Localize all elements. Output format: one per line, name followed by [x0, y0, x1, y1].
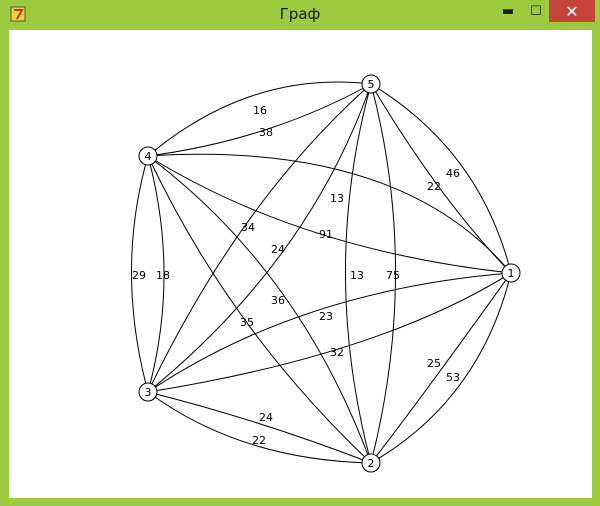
edge-label: 38	[259, 126, 273, 139]
app-icon	[10, 6, 26, 22]
close-button[interactable]: ✕	[549, 0, 595, 22]
edge-5-1-a	[370, 83, 512, 274]
node-5[interactable]: 5	[361, 74, 381, 94]
edge-label: 32	[330, 346, 344, 359]
edge-1-2-a	[370, 272, 512, 464]
edge-5-1-b	[370, 83, 512, 274]
edge-3-2-b	[147, 391, 372, 464]
edge-3-1-a	[147, 272, 512, 393]
window-title: Граф	[279, 5, 321, 23]
edge-3-5-b	[147, 83, 372, 393]
edge-label: 13	[350, 269, 364, 282]
node-label: 5	[368, 78, 375, 91]
edge-label: 34	[241, 221, 255, 234]
edge-5-2-a	[345, 83, 372, 464]
graph-canvas: 16 38 46 22 13 34 91 24 29 18 13 75 36 2…	[9, 30, 592, 498]
maximize-button[interactable]: ☐	[530, 3, 542, 19]
edge-4-5-b	[147, 83, 372, 157]
nodes: 1 2 3 4 5	[138, 74, 521, 473]
edge-label: 91	[319, 228, 333, 241]
edge-4-5-a	[147, 81, 372, 157]
edge-3-1-b	[147, 272, 512, 393]
edge-4-1-b	[147, 155, 512, 274]
edge-3-5-a	[147, 83, 372, 393]
edge-5-2-b	[370, 83, 396, 464]
node-label: 2	[368, 457, 375, 470]
edge-label: 24	[271, 243, 285, 256]
graph-svg: 16 38 46 22 13 34 91 24 29 18 13 75 36 2…	[131, 74, 521, 473]
edge-label: 22	[427, 180, 441, 193]
edge-label: 29	[132, 269, 146, 282]
edge-label: 13	[330, 192, 344, 205]
edge-label: 24	[259, 411, 273, 424]
edge-label: 25	[427, 357, 441, 370]
edge-label: 75	[386, 269, 400, 282]
node-label: 1	[508, 267, 515, 280]
edge-1-2-b	[370, 272, 512, 464]
node-label: 4	[145, 150, 152, 163]
node-2[interactable]: 2	[361, 453, 381, 473]
edge-label: 18	[156, 269, 170, 282]
edge-4-2-b	[147, 155, 372, 464]
node-3[interactable]: 3	[138, 382, 158, 402]
edge-label: 22	[252, 434, 266, 447]
edge-4-3-b	[147, 155, 165, 393]
edge-label: 46	[446, 167, 460, 180]
edge-label: 35	[240, 316, 254, 329]
edge-4-1-a	[147, 153, 512, 274]
node-1[interactable]: 1	[501, 263, 521, 283]
edge-label: 36	[271, 294, 285, 307]
title-bar[interactable]: Граф ▬ ☐ ✕	[0, 0, 600, 30]
edges	[131, 81, 512, 464]
node-4[interactable]: 4	[138, 146, 158, 166]
edge-4-2-a	[147, 155, 372, 464]
edge-4-3-a	[131, 155, 149, 393]
edge-label: 16	[253, 104, 267, 117]
edge-label: 53	[446, 371, 460, 384]
edge-label: 23	[319, 310, 333, 323]
node-label: 3	[145, 386, 152, 399]
edge-3-2-a	[147, 391, 372, 464]
minimize-button[interactable]: ▬	[501, 3, 515, 19]
edge-labels: 16 38 46 22 13 34 91 24 29 18 13 75 36 2…	[132, 104, 460, 447]
